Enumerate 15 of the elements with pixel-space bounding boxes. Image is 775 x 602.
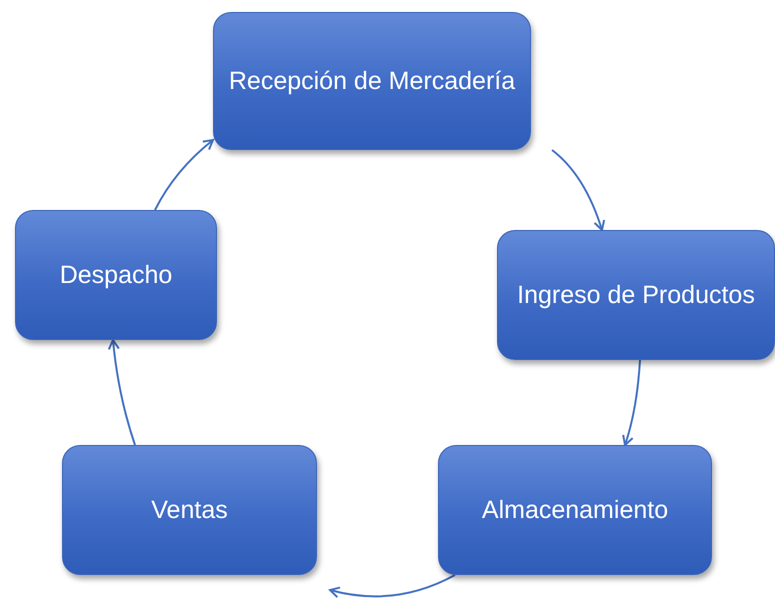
curved-arrow [108,339,136,446]
process-label: Ventas [151,495,228,525]
process-label: Ingreso de Productos [517,280,755,310]
process-box [213,12,531,150]
process-box [62,445,317,575]
process-label: Almacenamiento [482,495,668,525]
process-label: Despacho [60,260,172,290]
process-box [438,445,712,575]
curved-arrow [622,360,641,446]
curved-arrow [551,149,605,231]
curved-arrow [154,139,214,210]
curved-arrow [329,574,456,598]
process-label: Recepción de Mercadería [228,66,516,96]
process-box [497,230,775,360]
process-box [15,210,217,340]
